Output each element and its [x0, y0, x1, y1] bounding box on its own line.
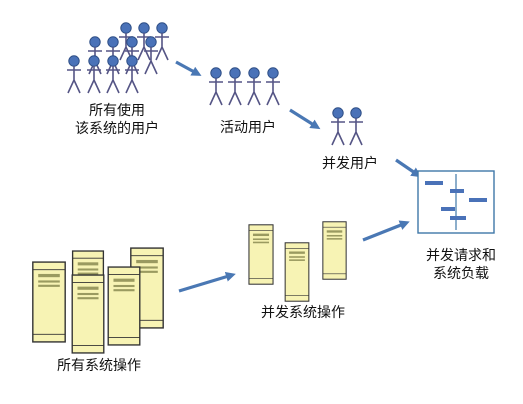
concurrent-users-label: 并发用户: [322, 156, 378, 172]
arrow-icon: [395, 158, 422, 178]
server-icon: [322, 221, 347, 280]
active-users-group: [208, 67, 281, 106]
all-users-group: [66, 22, 170, 94]
server-icon: [71, 274, 105, 354]
all-ops-label: 所有系统操作: [57, 358, 141, 374]
person-icon: [348, 107, 364, 146]
load-label: 并发请求和 系统负载: [416, 247, 506, 283]
server-icon: [31, 261, 67, 343]
person-icon: [86, 55, 102, 94]
arrow-icon: [289, 108, 321, 130]
person-icon: [246, 67, 262, 106]
load-label-line2: 系统负载: [433, 266, 489, 282]
person-icon: [208, 67, 224, 106]
load-label-line1: 并发请求和: [426, 248, 496, 264]
all-users-label: 所有使用 该系统的用户: [62, 102, 172, 138]
server-icon: [107, 266, 141, 346]
person-icon: [124, 55, 140, 94]
person-icon: [265, 67, 281, 106]
all-users-label-line2: 该系统的用户: [75, 121, 159, 137]
arrow-icon: [175, 60, 202, 76]
active-users-label: 活动用户: [220, 120, 276, 136]
all-users-label-line1: 所有使用: [89, 103, 145, 119]
concurrent-users-group: [330, 107, 364, 146]
all-operations-servers: [31, 247, 165, 354]
concurrent-ops-label: 并发系统操作: [261, 305, 345, 321]
concurrent-operations-servers: [248, 221, 347, 302]
person-icon: [154, 22, 170, 61]
person-icon: [66, 55, 82, 94]
gantt-chart-icon: [417, 170, 495, 234]
arrow-icon: [178, 271, 236, 293]
person-icon: [143, 36, 159, 75]
server-icon: [284, 242, 310, 302]
person-icon: [227, 67, 243, 106]
person-icon: [330, 107, 346, 146]
person-icon: [105, 55, 121, 94]
server-icon: [248, 224, 274, 285]
arrow-icon: [362, 220, 410, 242]
